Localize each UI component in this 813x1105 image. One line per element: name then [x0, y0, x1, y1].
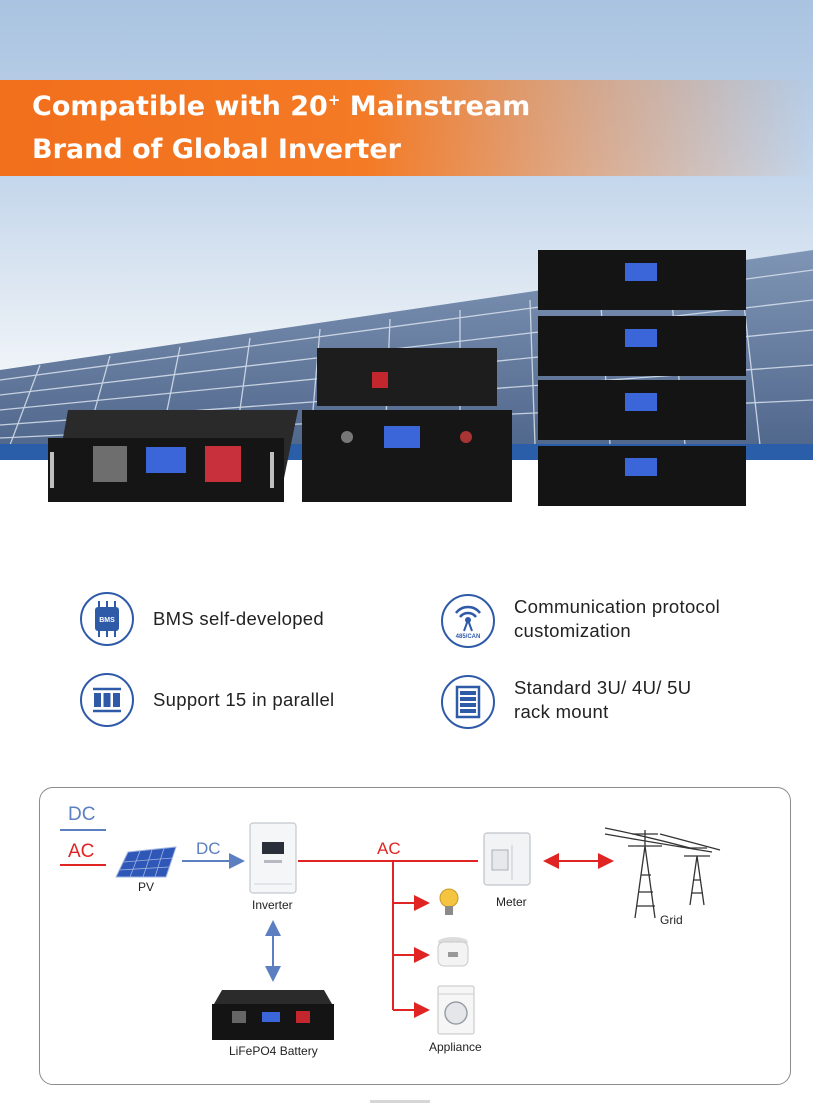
protocol-badge-text: 485/CAN: [456, 634, 481, 640]
bms-badge-text: BMS: [99, 617, 115, 624]
meter-icon: [483, 832, 531, 886]
feature-communication-text-line2: customization: [514, 620, 632, 641]
feature-rack-text-line1: Standard 3U/ 4U/ 5U: [514, 677, 692, 698]
feature-bms-text: BMS self-developed: [153, 608, 324, 629]
legend-ac-line: [60, 864, 106, 866]
feature-rack-mount: Standard 3U/ 4U/ 5U rack mount: [440, 674, 691, 730]
headline-line-2: Brand of Global Inverter: [32, 134, 401, 165]
feature-parallel-text: Support 15 in parallel: [153, 689, 335, 710]
grid-label: Grid: [660, 913, 683, 927]
legend-ac-label: AC: [68, 841, 95, 862]
feature-bms: BMS BMS self-developed: [79, 591, 324, 647]
feature-communication: 485/CAN Communication protocol customiza…: [440, 593, 720, 649]
lifepo4-battery-icon: [212, 990, 334, 1040]
dc-line-label: DC: [196, 839, 221, 858]
pv-label: PV: [138, 880, 155, 894]
rack-icon: [441, 675, 495, 729]
battery-stack-right: [538, 250, 746, 506]
feature-rack-text-line2: rack mount: [514, 701, 609, 722]
battery-label: LiFePO4 Battery: [229, 1044, 318, 1058]
battery-unit-left: [48, 410, 298, 502]
legend-dc-label: DC: [68, 804, 96, 825]
rice-cooker-icon: [437, 937, 469, 967]
bms-chip-icon: BMS: [80, 592, 134, 646]
antenna-icon: 485/CAN: [441, 594, 495, 648]
system-diagram-frame: [39, 787, 791, 1085]
bottom-divider: [370, 1100, 430, 1103]
legend-dc-line: [60, 829, 106, 831]
inverter-icon: [249, 822, 297, 894]
parallel-batteries-icon: [80, 673, 134, 727]
system-diagram: [115, 822, 721, 1040]
ac-line-label: AC: [377, 839, 401, 858]
feature-parallel: Support 15 in parallel: [79, 672, 334, 728]
battery-products: [48, 250, 746, 506]
feature-communication-text-line1: Communication protocol: [514, 596, 721, 617]
headline-line-1: Compatible with 20+ Mainstream: [32, 91, 531, 122]
inverter-label: Inverter: [252, 898, 293, 912]
hero-section: Compatible with 20+ Mainstream Brand of …: [0, 0, 813, 520]
washing-machine-icon: [437, 985, 475, 1035]
appliance-label: Appliance: [429, 1040, 482, 1054]
grid-tower-icon: [604, 827, 721, 919]
headline-banner: Compatible with 20+ Mainstream Brand of …: [0, 80, 813, 176]
pv-panel-icon: [115, 846, 177, 878]
light-bulb-icon: [439, 888, 459, 915]
battery-unit-middle: [302, 348, 512, 502]
meter-label: Meter: [496, 895, 527, 909]
